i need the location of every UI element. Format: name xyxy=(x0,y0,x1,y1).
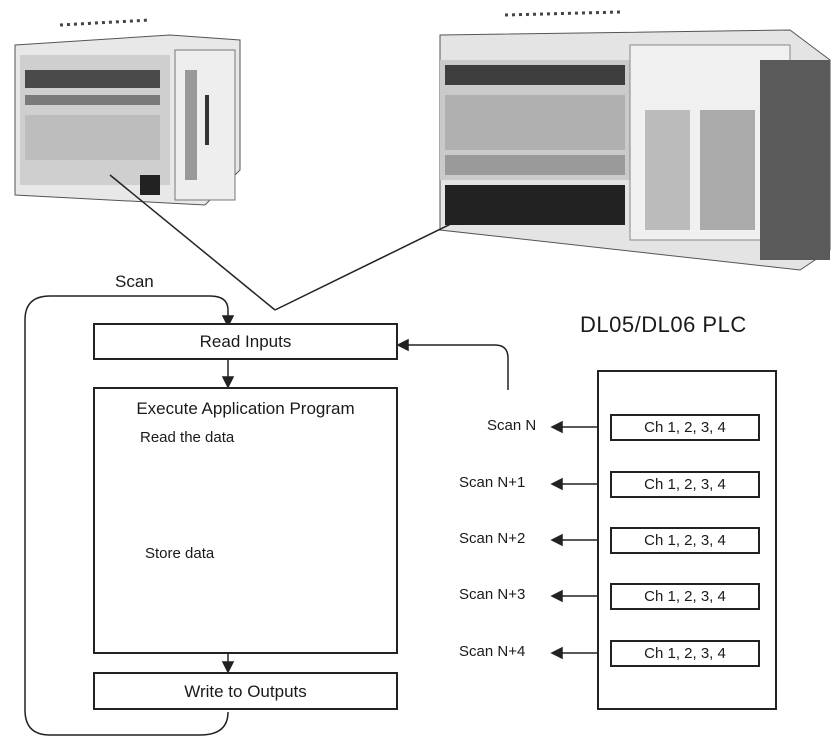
write-outputs-label: Write to Outputs xyxy=(95,682,396,702)
plc-title: DL05/DL06 PLC xyxy=(580,312,747,338)
write-outputs-box: Write to Outputs xyxy=(93,672,398,710)
channel-label: Ch 1, 2, 3, 4 xyxy=(612,532,758,549)
channel-box: Ch 1, 2, 3, 4 xyxy=(610,414,760,441)
scan-row-label: Scan N+4 xyxy=(459,643,525,660)
read-the-data-label: Read the data xyxy=(140,429,234,446)
scan-arrows xyxy=(552,422,603,658)
execute-program-box: Execute Application Program xyxy=(93,387,398,654)
scan-row-label: Scan N+1 xyxy=(459,474,525,491)
channel-label: Ch 1, 2, 3, 4 xyxy=(612,588,758,605)
channel-box: Ch 1, 2, 3, 4 xyxy=(610,583,760,610)
channel-label: Ch 1, 2, 3, 4 xyxy=(612,419,758,436)
scan-row-label: Scan N+2 xyxy=(459,530,525,547)
scan-row-label: Scan N+3 xyxy=(459,586,525,603)
read-inputs-box: Read Inputs xyxy=(93,323,398,360)
channel-box: Ch 1, 2, 3, 4 xyxy=(610,471,760,498)
channel-box: Ch 1, 2, 3, 4 xyxy=(610,640,760,667)
read-inputs-label: Read Inputs xyxy=(95,332,396,352)
scan-label: Scan xyxy=(115,272,154,292)
channel-label: Ch 1, 2, 3, 4 xyxy=(612,476,758,493)
plc-photo-small xyxy=(15,20,240,205)
scan-row-label: Scan N xyxy=(487,417,536,434)
execute-program-label: Execute Application Program xyxy=(95,399,396,419)
store-data-label: Store data xyxy=(145,545,214,562)
channel-label: Ch 1, 2, 3, 4 xyxy=(612,645,758,662)
plc-photo-large xyxy=(440,12,830,270)
channel-box: Ch 1, 2, 3, 4 xyxy=(610,527,760,554)
